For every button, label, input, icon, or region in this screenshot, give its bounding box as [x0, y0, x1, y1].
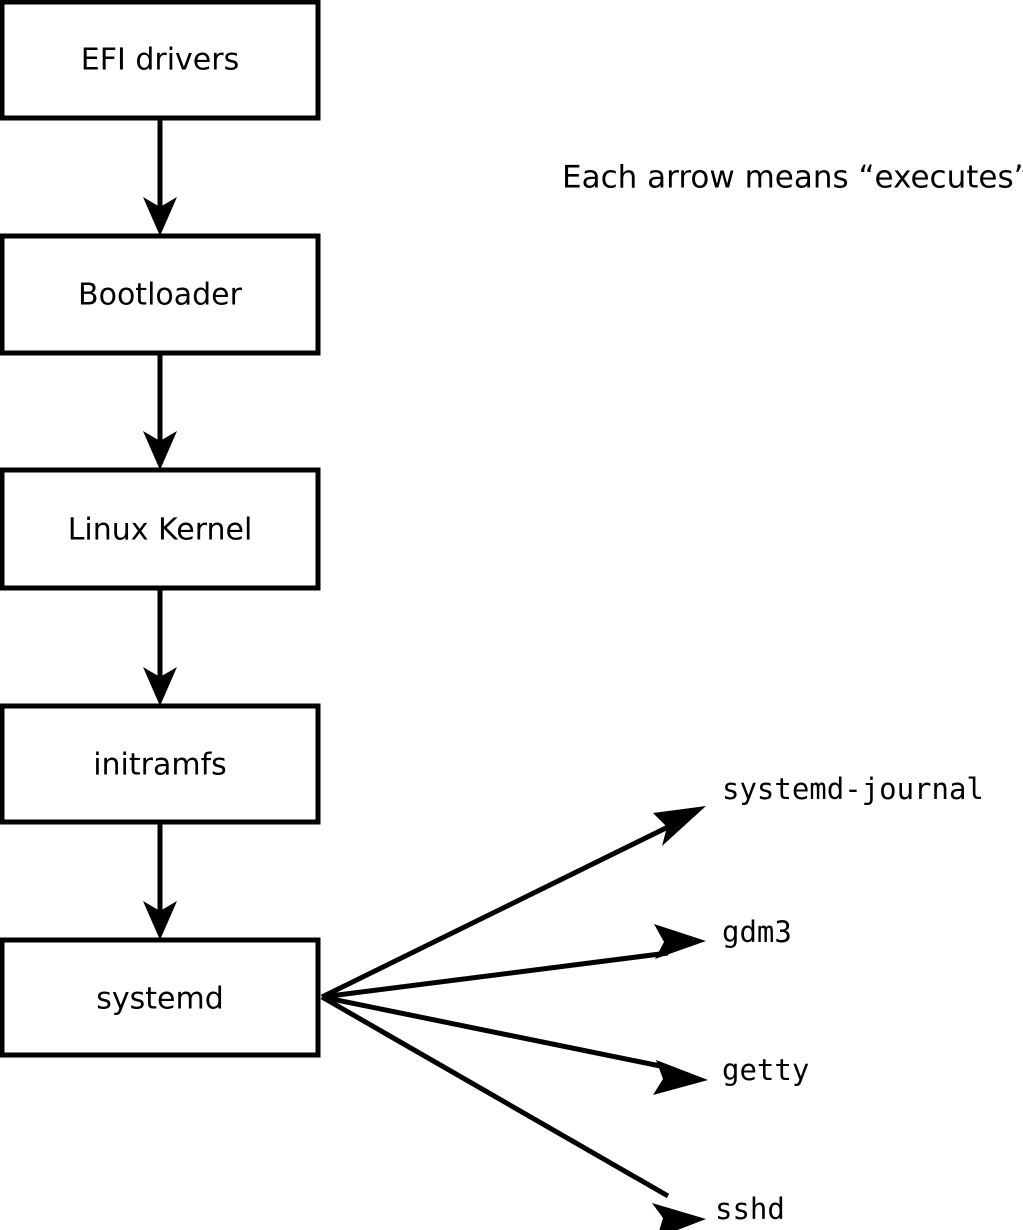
node-box[interactable]	[0, 703, 321, 825]
edge-shaft	[320, 994, 670, 1199]
node-linux-kernel[interactable]: Linux Kernel	[0, 467, 321, 591]
service-label-getty: getty	[722, 1053, 809, 1087]
arrowhead-down-icon	[143, 197, 177, 236]
edge-systemd-to-systemd-journal	[320, 806, 706, 1000]
node-box[interactable]	[0, 937, 321, 1058]
arrowhead-down-icon	[143, 901, 177, 940]
edge-systemd-to-getty	[321, 994, 708, 1095]
edge-shaft	[321, 950, 669, 1000]
arrowhead-icon	[653, 1060, 708, 1095]
arrowhead-down-icon	[143, 431, 177, 470]
edge-initramfs-to-systemd	[143, 822, 177, 940]
node-label: Bootloader	[78, 278, 243, 313]
node-label: systemd	[96, 982, 224, 1017]
edge-bootloader-to-kernel	[143, 353, 177, 470]
edge-efi-to-bootloader	[143, 118, 177, 236]
edge-shaft	[320, 824, 670, 1000]
node-efi-drivers[interactable]: EFI drivers	[0, 0, 321, 121]
diagram-caption: Each arrow means “executes”.	[562, 160, 1023, 196]
node-box[interactable]	[0, 467, 321, 591]
node-bootloader[interactable]: Bootloader	[0, 233, 321, 356]
edge-shaft	[321, 994, 671, 1071]
service-labels: systemd-journal gdm3 getty sshd	[715, 772, 984, 1226]
fanout-edges	[320, 806, 708, 1230]
edge-systemd-to-gdm3	[321, 924, 706, 1000]
node-label: initramfs	[93, 748, 227, 783]
node-systemd[interactable]: systemd	[0, 937, 321, 1058]
edge-kernel-to-initramfs	[143, 588, 177, 706]
node-label: EFI drivers	[81, 43, 239, 78]
arrowhead-down-icon	[143, 667, 177, 706]
arrowhead-icon	[653, 806, 706, 846]
chain-nodes: EFI drivers Bootloader Linux Kernel init…	[0, 0, 321, 1058]
service-label-gdm3: gdm3	[722, 915, 792, 949]
arrowhead-icon	[654, 924, 706, 959]
service-label-sshd: sshd	[715, 1192, 785, 1226]
service-label-systemd-journal: systemd-journal	[722, 772, 984, 806]
arrowhead-icon	[652, 1203, 706, 1230]
chain-edges	[143, 118, 177, 940]
node-initramfs[interactable]: initramfs	[0, 703, 321, 825]
node-label: Linux Kernel	[68, 513, 253, 548]
edge-systemd-to-sshd	[320, 994, 706, 1230]
node-box[interactable]	[0, 233, 321, 356]
node-box[interactable]	[0, 0, 321, 121]
